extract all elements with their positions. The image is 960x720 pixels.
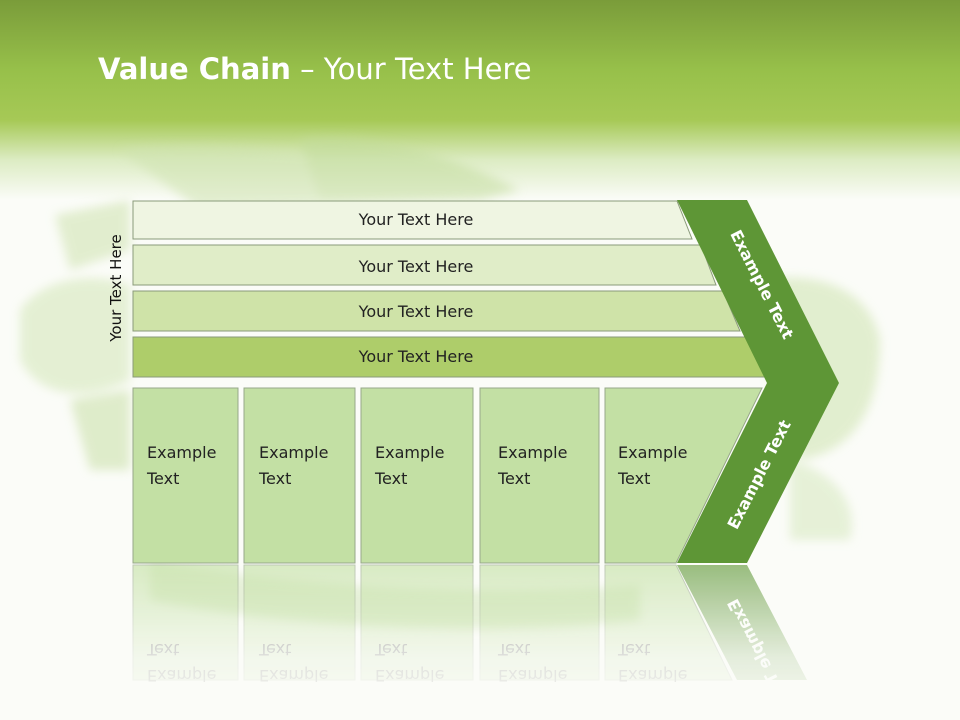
row-1-shape (132, 244, 717, 286)
reflection-box-2 (360, 564, 474, 681)
row-2-label: Your Text Here (358, 302, 474, 321)
reflection-chevron (677, 565, 807, 680)
box-1-line1: Example (259, 443, 328, 462)
box-0-line1: Example (147, 443, 216, 462)
row-3-label: Your Text Here (358, 347, 474, 366)
reflection-box-4-line2: Text (617, 640, 650, 659)
reflection-box-0 (132, 564, 239, 681)
box-3-line2: Text (497, 469, 530, 488)
reflection-box-0-line1: Example (147, 666, 216, 685)
row-0-label: Your Text Here (358, 210, 474, 229)
chevron-arrow (677, 200, 839, 563)
box-1-shape (243, 387, 356, 564)
reflection-box-4-line1: Example (618, 666, 687, 685)
box-0-line2: Text (146, 469, 179, 488)
reflection-box-3 (479, 564, 600, 681)
box-4-line1: Example (618, 443, 687, 462)
reflection-box-2-line1: Example (375, 666, 444, 685)
reflection: Example Text Example Text Example Text E… (132, 564, 807, 711)
box-3-shape (479, 387, 600, 564)
row-2-shape (132, 290, 741, 332)
row-group: Your Text Here Your Text Here Your Text … (132, 200, 766, 378)
row-0-shape (132, 200, 693, 240)
box-4-line2: Text (617, 469, 650, 488)
box-1-line2: Text (258, 469, 291, 488)
box-2-shape (360, 387, 474, 564)
title-rest: – Your Text Here (290, 52, 532, 86)
reflection-box-4 (604, 564, 733, 681)
chevron-group: Example Text Example Text (677, 200, 839, 563)
title-bold: Value Chain (98, 52, 291, 86)
reflection-box-1-line1: Example (259, 666, 328, 685)
box-2-line2: Text (374, 469, 407, 488)
box-2-line1: Example (375, 443, 444, 462)
row-1-label: Your Text Here (358, 257, 474, 276)
box-4-shape (604, 387, 763, 564)
reflection-box-2-line2: Text (374, 640, 407, 659)
box-0-shape (132, 387, 239, 564)
page-title: Value Chain – Your Text Here (98, 52, 532, 86)
reflection-box-1-line2: Text (258, 640, 291, 659)
reflection-box-3-line1: Example (498, 666, 567, 685)
box-group: Example Text Example Text Example Text E… (132, 387, 763, 564)
reflection-box-0-line2: Text (146, 640, 179, 659)
reflection-box-1 (243, 564, 356, 681)
box-3-line1: Example (498, 443, 567, 462)
reflection-box-3-line2: Text (497, 640, 530, 659)
